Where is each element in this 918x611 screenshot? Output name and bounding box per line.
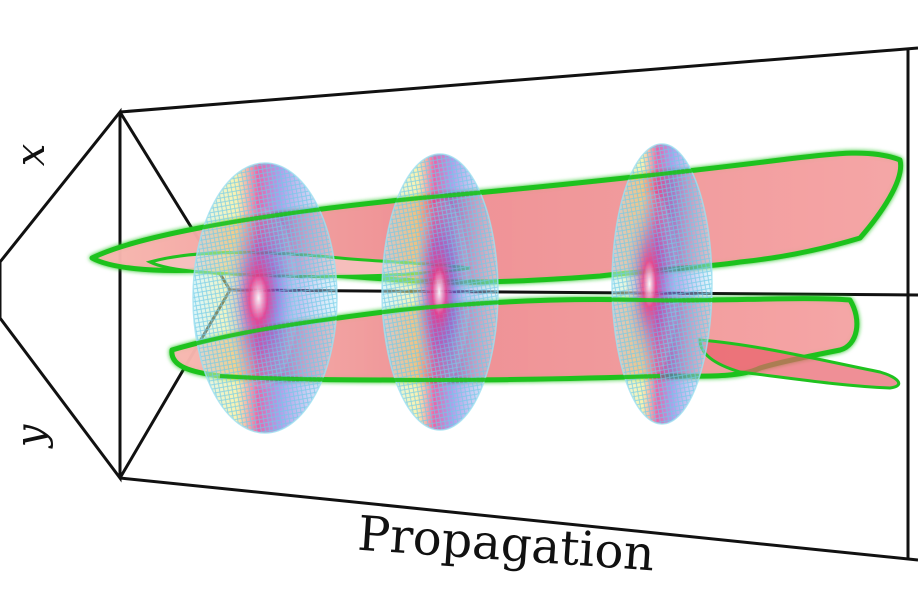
box-top-edge bbox=[119, 46, 918, 114]
x-axis-label: x bbox=[8, 144, 54, 167]
cross-section-2 bbox=[381, 153, 499, 431]
box-bottom-edge bbox=[119, 476, 918, 562]
cross-section-1 bbox=[192, 162, 338, 434]
box-center-axis bbox=[229, 288, 918, 297]
beam-outlines-front bbox=[91, 151, 901, 383]
y-axis-label: y bbox=[8, 423, 54, 449]
propagation-label: Propagation bbox=[356, 506, 656, 583]
tail-streak bbox=[698, 338, 901, 390]
cross-section-3 bbox=[611, 143, 713, 425]
cross-sections bbox=[192, 143, 713, 434]
box-end-face bbox=[0, 107, 122, 483]
